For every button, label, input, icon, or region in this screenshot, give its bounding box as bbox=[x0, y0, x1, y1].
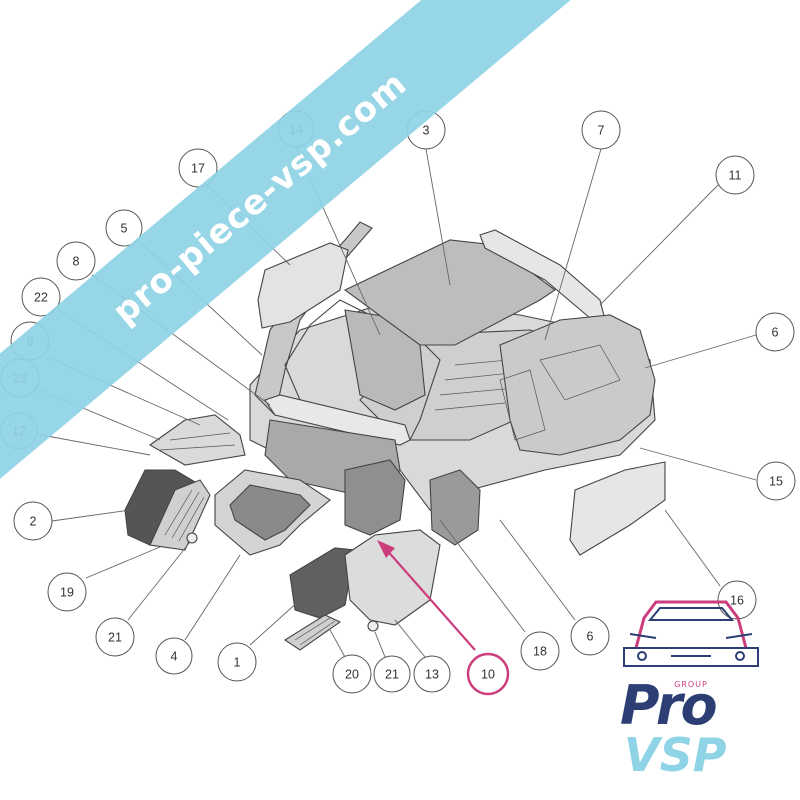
part-16 bbox=[569, 461, 666, 556]
callout-13: 13 bbox=[413, 655, 451, 693]
callout-20-label: 20 bbox=[345, 668, 359, 682]
callout-15: 15 bbox=[756, 461, 796, 501]
leader-3 bbox=[425, 148, 451, 286]
callout-3-label: 3 bbox=[423, 124, 430, 138]
leader-20 bbox=[329, 629, 346, 658]
leader-21b bbox=[374, 631, 386, 658]
part-1 bbox=[289, 547, 356, 619]
callout-10-label: 10 bbox=[481, 668, 495, 682]
part-21b bbox=[367, 620, 379, 632]
callout-10: 10 bbox=[466, 652, 510, 696]
callout-1-label: 1 bbox=[234, 656, 241, 670]
part-10 bbox=[344, 529, 441, 626]
leader-19 bbox=[85, 546, 161, 579]
leader-15 bbox=[639, 447, 757, 481]
leader-6b bbox=[499, 519, 576, 621]
callout-6-right: 6 bbox=[755, 312, 795, 352]
callout-8: 8 bbox=[56, 241, 96, 281]
callout-15-label: 15 bbox=[769, 475, 783, 489]
front-crossmember bbox=[264, 394, 411, 446]
part-12 bbox=[148, 414, 246, 466]
callout-17: 17 bbox=[178, 148, 218, 188]
leader-2 bbox=[51, 509, 131, 522]
callout-4-label: 4 bbox=[171, 650, 178, 664]
leader-4 bbox=[184, 554, 241, 641]
callout-4: 4 bbox=[155, 637, 193, 675]
leader-10-arrowhead bbox=[377, 540, 395, 558]
callout-13-label: 13 bbox=[425, 668, 439, 682]
part-20-hatch bbox=[294, 617, 336, 646]
callout-16-label: 16 bbox=[730, 594, 744, 608]
callout-7-label: 7 bbox=[598, 124, 605, 138]
callout-18: 18 bbox=[520, 631, 560, 671]
callout-16: 16 bbox=[717, 580, 757, 620]
callout-2: 2 bbox=[13, 501, 53, 541]
floor-ribs bbox=[434, 357, 531, 411]
callout-8-label: 8 bbox=[73, 255, 80, 269]
callout-6-bottom-label: 6 bbox=[587, 630, 594, 644]
callout-5-label: 5 bbox=[121, 222, 128, 236]
callout-18-label: 18 bbox=[533, 645, 547, 659]
logo-word-bottom: VSP bbox=[624, 728, 727, 782]
leader-6a bbox=[644, 334, 757, 369]
callout-6-bottom: 6 bbox=[570, 616, 610, 656]
leader-16 bbox=[664, 509, 721, 587]
wheel-arch-rear bbox=[429, 469, 481, 546]
leader-13 bbox=[394, 619, 426, 658]
part-19 bbox=[149, 479, 211, 551]
callout-21-left: 21 bbox=[95, 617, 135, 657]
callout-1: 1 bbox=[217, 642, 257, 682]
callout-11: 11 bbox=[715, 155, 755, 195]
logo-word-top: Pro bbox=[620, 674, 718, 737]
leader-1 bbox=[249, 599, 301, 646]
callout-21-bottom-label: 21 bbox=[385, 668, 399, 682]
callout-21-bottom: 21 bbox=[373, 655, 411, 693]
leader-11 bbox=[599, 184, 719, 306]
leader-18 bbox=[439, 519, 526, 633]
callout-5: 5 bbox=[105, 209, 143, 247]
leader-10 bbox=[384, 547, 476, 651]
callout-7: 7 bbox=[581, 110, 621, 150]
callout-22-label: 22 bbox=[34, 291, 48, 305]
body-shell bbox=[249, 221, 656, 546]
part-19-hatch bbox=[164, 489, 205, 542]
callout-21-left-label: 21 bbox=[108, 631, 122, 645]
part-12-ribs bbox=[159, 432, 236, 451]
wheel-arch-front bbox=[344, 459, 406, 536]
leader-21a bbox=[127, 541, 191, 621]
car-outline-icon bbox=[623, 600, 759, 667]
loose-panels bbox=[124, 242, 666, 651]
callout-20: 20 bbox=[332, 654, 372, 694]
leader-7 bbox=[544, 148, 602, 341]
side-body-openings bbox=[499, 344, 621, 441]
callout-17-label: 17 bbox=[191, 162, 205, 176]
callout-22: 22 bbox=[21, 277, 61, 317]
part-21a bbox=[186, 532, 198, 544]
part-20 bbox=[283, 614, 342, 651]
part-17 bbox=[257, 242, 349, 329]
provsp-logo: GROUP Pro VSP bbox=[616, 588, 792, 786]
callout-19: 19 bbox=[47, 572, 87, 612]
leader-12 bbox=[35, 433, 151, 456]
callout-2-label: 2 bbox=[30, 515, 37, 529]
part-4-inner bbox=[229, 484, 311, 541]
callout-6-right-label: 6 bbox=[772, 326, 779, 340]
callout-11-label: 11 bbox=[729, 169, 742, 183]
side-body-right bbox=[499, 314, 656, 456]
roof-panel bbox=[343, 239, 556, 346]
logo-tagline: GROUP bbox=[674, 680, 708, 689]
callout-19-label: 19 bbox=[60, 586, 74, 600]
